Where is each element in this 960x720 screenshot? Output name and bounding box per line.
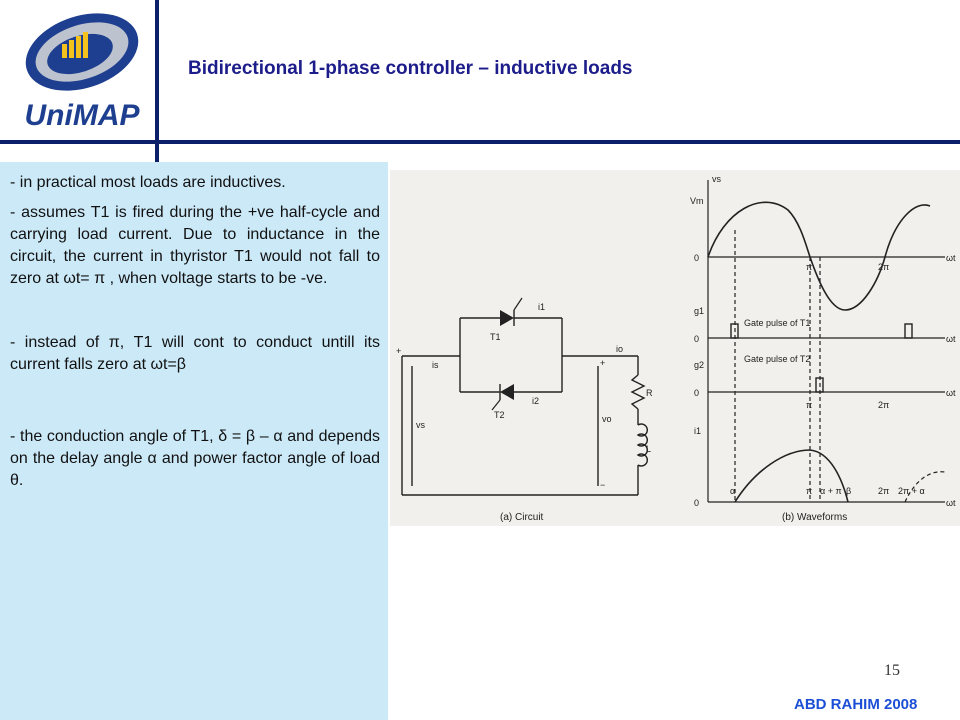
header-vertical-rule bbox=[155, 0, 159, 162]
svg-text:i1: i1 bbox=[694, 426, 701, 436]
gate-pulse-t1-label: Gate pulse of T1 bbox=[744, 318, 810, 328]
waveforms-caption: (b) Waveforms bbox=[782, 512, 847, 523]
svg-text:T2: T2 bbox=[494, 410, 505, 420]
load-current-curve bbox=[734, 449, 849, 503]
svg-text:Vm: Vm bbox=[690, 196, 704, 206]
unimap-logo: UniMAP bbox=[25, 13, 141, 132]
author-footer: ABD RAHIM 2008 bbox=[794, 696, 918, 713]
svg-text:g2: g2 bbox=[694, 360, 704, 370]
svg-text:+: + bbox=[396, 346, 401, 356]
svg-text:g1: g1 bbox=[694, 306, 704, 316]
text-panel bbox=[0, 162, 388, 720]
svg-text:ωt: ωt bbox=[946, 498, 956, 508]
source-voltage-curve bbox=[707, 201, 931, 311]
svg-text:vs: vs bbox=[712, 174, 722, 184]
svg-text:0: 0 bbox=[694, 388, 699, 398]
gate-pulse-t2-label: Gate pulse of T2 bbox=[744, 354, 810, 364]
logo-text: UniMAP bbox=[25, 99, 141, 132]
circuit-diagram bbox=[401, 317, 648, 496]
circuit-caption: (a) Circuit bbox=[500, 512, 544, 523]
svg-text:π: π bbox=[806, 262, 812, 272]
paragraph-practical-loads: - in practical most loads are inductives… bbox=[10, 174, 286, 191]
paragraph-conduction-angle: - the conduction angle of T1, δ = β – α … bbox=[10, 428, 380, 489]
svg-text:2π: 2π bbox=[878, 486, 889, 496]
svg-text:ωt: ωt bbox=[946, 253, 956, 263]
svg-text:0: 0 bbox=[694, 498, 699, 508]
svg-text:T1: T1 bbox=[490, 332, 501, 342]
waveform-plots bbox=[707, 180, 946, 503]
page-number: 15 bbox=[884, 662, 900, 679]
thyristor-t2 bbox=[500, 384, 514, 400]
svg-text:i1: i1 bbox=[538, 302, 545, 312]
svg-text:is: is bbox=[432, 360, 439, 370]
svg-text:2π + α: 2π + α bbox=[898, 486, 925, 496]
thyristor-t1 bbox=[500, 310, 514, 326]
svg-text:π: π bbox=[806, 486, 812, 496]
svg-text:R: R bbox=[646, 388, 653, 398]
svg-text:2π: 2π bbox=[878, 262, 889, 272]
svg-text:β: β bbox=[846, 486, 851, 496]
svg-text:+: + bbox=[600, 358, 605, 368]
paragraph-conduct-until-beta: - instead of π, T1 will cont to conduct … bbox=[10, 334, 380, 373]
paragraph-t1-fired: - assumes T1 is fired during the +ve hal… bbox=[10, 204, 380, 287]
svg-text:vs: vs bbox=[416, 420, 426, 430]
circuit-waveform-figure: T1 i1 T2 i2 is io vs vo R L + + − (a) Ci… bbox=[390, 170, 960, 526]
svg-text:α + π: α + π bbox=[820, 486, 842, 496]
gate-pulses bbox=[730, 323, 913, 393]
body-text: - in practical most loads are inductives… bbox=[10, 172, 380, 492]
svg-text:π: π bbox=[806, 400, 812, 410]
svg-text:vo: vo bbox=[602, 414, 612, 424]
svg-text:−: − bbox=[600, 480, 605, 490]
svg-text:L: L bbox=[646, 444, 651, 454]
svg-text:2π: 2π bbox=[878, 400, 889, 410]
svg-text:i2: i2 bbox=[532, 396, 539, 406]
header-horizontal-rule bbox=[0, 140, 960, 144]
svg-text:0: 0 bbox=[694, 253, 699, 263]
svg-text:α: α bbox=[730, 486, 735, 496]
svg-text:io: io bbox=[616, 344, 623, 354]
svg-text:ωt: ωt bbox=[946, 388, 956, 398]
svg-text:ωt: ωt bbox=[946, 334, 956, 344]
svg-text:0: 0 bbox=[694, 334, 699, 344]
slide-title: Bidirectional 1-phase controller – induc… bbox=[188, 58, 633, 79]
